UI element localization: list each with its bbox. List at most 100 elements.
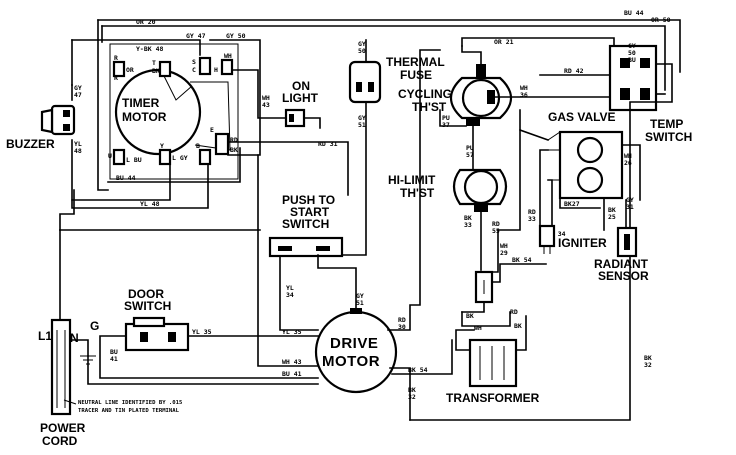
fuse-terminal: [356, 82, 362, 92]
gas-valve-label: GAS VALVE: [548, 110, 616, 124]
terminal-label: L BU: [126, 156, 142, 164]
wire-gy51-motor: [317, 254, 357, 313]
wire-code: BU 44: [624, 9, 644, 17]
wire-gas-valve-top: [519, 109, 550, 142]
gas-valve-leads: [547, 131, 561, 181]
wire-code: OR 21: [494, 38, 514, 46]
wire-bk54: [491, 263, 547, 283]
terminal-label: OR: [126, 66, 134, 74]
wire-bk27: [559, 197, 601, 209]
door-switch: [124, 322, 190, 352]
wire-rd33: [539, 149, 549, 226]
transformer: [468, 338, 518, 388]
timer-contact-arm: [161, 71, 193, 101]
power-cord-conductors: [56, 330, 66, 408]
terminal-label: WH: [224, 52, 232, 60]
wire-l1-up: [59, 189, 75, 231]
cycling-terminal: [476, 64, 486, 78]
wire-wh34: [547, 179, 553, 226]
wire-code: WH: [474, 324, 482, 332]
terminal-label: RD: [230, 136, 238, 144]
wire-code: BU 41: [282, 370, 302, 378]
terminal-n-label: N: [70, 331, 79, 345]
motor-terminal: [350, 308, 362, 314]
buzzer-horn: [40, 108, 54, 134]
wire-code: BK 54: [512, 256, 532, 264]
wire-wh26: [621, 144, 641, 201]
wire-code: RD: [510, 308, 518, 316]
wire-code: YL 35: [192, 328, 212, 336]
wire-code: BK27: [564, 200, 580, 208]
wire-gy50-right: [209, 39, 261, 156]
wire-bu41: [99, 335, 319, 379]
transformer-core: [479, 346, 505, 380]
timer-terminal-t: [158, 60, 172, 78]
timer-cam: [190, 81, 231, 151]
terminal-l1-label: L1: [38, 329, 52, 343]
wire-bk32-right: [409, 63, 673, 421]
terminal-g-label: G: [90, 319, 99, 333]
wire-ground: [69, 339, 89, 357]
wire-rd31: [227, 141, 349, 196]
wire-gy47: [71, 39, 201, 56]
wire-code: BK: [466, 312, 474, 320]
wire-code: GY 50: [226, 32, 246, 40]
wire-bu44-timer: [107, 147, 241, 183]
terminal-label: R: [114, 74, 118, 82]
wire-code: RD 42: [564, 67, 584, 75]
buzzer-terminal: [63, 124, 70, 131]
timer-terminal-l: [158, 148, 172, 166]
temp-switch-terminal: [640, 88, 650, 100]
hi-limit-thermostat: [463, 169, 499, 205]
wire-xfmr-left: [455, 329, 475, 351]
timer-enclosure: [109, 43, 239, 180]
door-switch-terminal: [140, 332, 148, 342]
door-switch-terminal: [168, 332, 176, 342]
note-leader: [63, 399, 77, 405]
wire-or20-left: [97, 19, 109, 191]
power-cord: [50, 318, 72, 416]
thermal-fuse: [348, 60, 382, 104]
terminal-label: H: [214, 66, 218, 74]
wire-code: RD 31: [318, 140, 338, 148]
wire-code: YL 48: [140, 200, 160, 208]
terminal-label: R: [114, 54, 118, 62]
temp-switch-terminal: [620, 88, 630, 100]
wire-wh43-motor: [257, 154, 319, 367]
wire-bk54-motor: [391, 339, 453, 375]
fuse-terminal: [368, 82, 374, 92]
buzzer-terminal: [63, 110, 70, 117]
wire-cycling-top: [461, 45, 482, 65]
push-to-start-switch: [268, 236, 344, 258]
wire-code: WH 43: [282, 358, 302, 366]
wire-code: OR 50: [651, 16, 671, 24]
timer-terminal-e: [214, 132, 230, 156]
timer-terminal-b: [198, 148, 212, 166]
terminal-label: BK: [152, 67, 160, 75]
timer-terminal-c: [198, 56, 212, 76]
wire-neutral: [87, 355, 319, 385]
timer-terminal-u: [112, 148, 126, 166]
timer-terminal-wh: [220, 58, 234, 76]
wire-pu37: [439, 109, 467, 127]
door-switch-plunger: [132, 316, 166, 328]
cycling-terminal: [466, 118, 480, 126]
